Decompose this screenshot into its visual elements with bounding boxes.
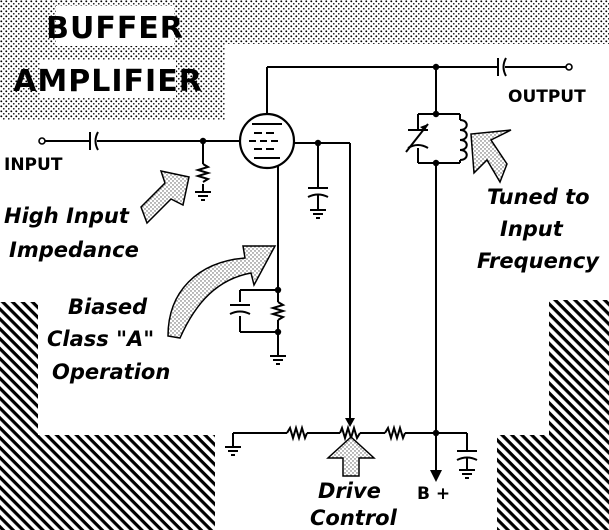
title-backdrop-2 [40,60,176,98]
tuned-line-1: Tuned to [487,185,590,209]
hatched-panel-left [0,302,215,530]
output-terminal [565,63,573,71]
title-line-1: BUFFER [46,11,184,46]
drive-line-1: Drive [318,479,381,503]
bias-line-1: Biased [68,295,148,319]
cathode-bypass-capacitor [229,304,251,315]
ground-symbols [195,191,475,479]
output-capacitor [497,57,507,77]
bias-line-3: Operation [52,360,170,384]
tuned-line-3: Frequency [477,249,600,273]
screen-bypass-capacitor [307,180,329,200]
drive-control-potentiometer [339,418,361,442]
callout-drive-control: Drive Control [310,479,398,530]
b-plus-arrow [430,470,442,482]
impedance-line-1: High Input [4,204,130,228]
input-capacitor [89,131,99,151]
input-label: INPUT [4,155,63,175]
hatched-panel-right [497,300,609,530]
bias-line-2: Class "A" [47,327,154,351]
impedance-line-2: Impedance [9,238,139,262]
title-backdrop-1 [56,6,174,46]
tank-coil [459,119,468,161]
rail-resistor-left [286,424,308,442]
output-label: OUTPUT [508,87,586,107]
circuit-wiring [45,66,566,470]
input-terminal [38,137,46,145]
supply-bypass-capacitor [456,448,478,462]
cathode-resistor [269,301,287,321]
arrow-impedance-pointer [140,169,190,225]
arrow-tuned-pointer [470,129,512,184]
callout-high-input-impedance: High Input Impedance [4,204,139,262]
drive-line-2: Control [310,506,398,530]
title: BUFFER AMPLIFIER [13,6,203,99]
junction-dots [199,63,440,437]
callout-tuned-frequency: Tuned to Input Frequency [477,185,600,273]
arrow-bias-curved [167,245,277,339]
grid-resistor [194,163,212,183]
tuning-capacitor [405,123,429,153]
tuned-line-2: Input [500,217,564,241]
callout-biased-class-a: Biased Class "A" Operation [47,295,170,384]
vacuum-tube [238,112,296,170]
arrow-drive-pointer [326,435,376,477]
rail-resistor-right [384,424,406,442]
title-line-2: AMPLIFIER [13,64,203,99]
b-plus-label: B + [417,484,450,504]
